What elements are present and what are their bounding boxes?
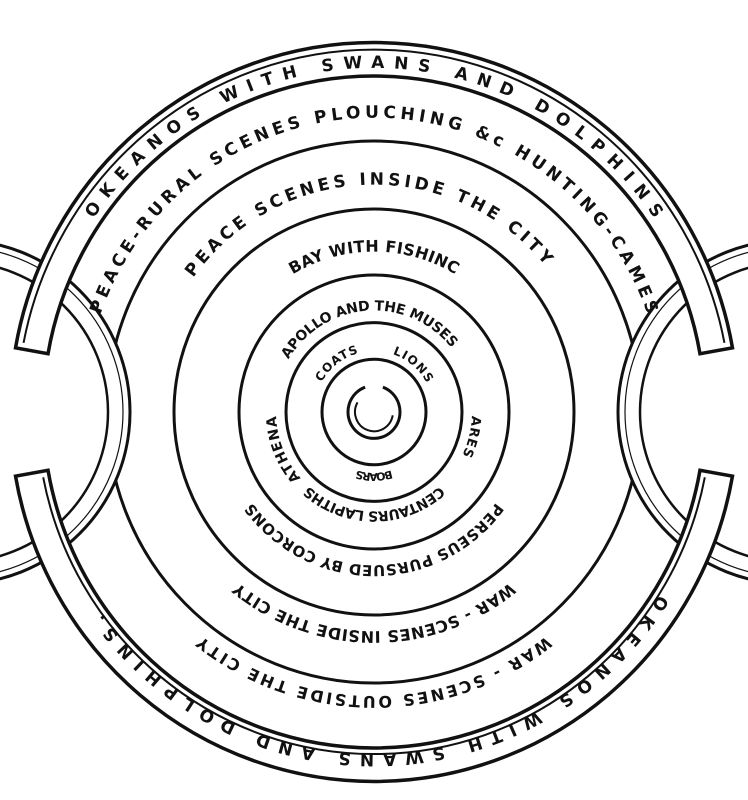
center-ring xyxy=(346,385,402,440)
label-apollo: APOLLO AND THE MUSES xyxy=(278,298,460,361)
lunette-left-line xyxy=(0,251,124,573)
ring-line xyxy=(172,207,576,617)
label-war-inside: WAR - SCENES INSIDE THE CITY xyxy=(229,579,519,646)
label-bay: BAY WITH FISHINC xyxy=(285,237,462,278)
band-labels: OKEANOS WITH SWANS AND DOLPHINS PEACE-RU… xyxy=(81,53,672,769)
ring-line xyxy=(284,321,464,503)
okeanos-top-inner-line xyxy=(22,48,726,344)
label-centaurs: CENTAURS LAPITHS xyxy=(301,483,447,524)
okeanos-band-top xyxy=(13,40,735,356)
lunette-right-line xyxy=(624,251,748,573)
ring-line xyxy=(320,357,428,467)
inner-rings xyxy=(105,139,643,685)
label-boars: BOARS xyxy=(354,467,394,483)
label-war-outside: WAR - SCENES OUTSIDE THE CITY xyxy=(192,633,555,712)
okeanos-bottom-inner-line xyxy=(42,477,706,756)
label-athena: ATHENA xyxy=(264,416,304,486)
okeanos-band-bottom xyxy=(13,468,735,784)
ring-line xyxy=(105,139,643,685)
center-inner-arc xyxy=(354,401,394,433)
okeanos-outer-band xyxy=(13,40,735,784)
ring-line xyxy=(237,273,511,551)
